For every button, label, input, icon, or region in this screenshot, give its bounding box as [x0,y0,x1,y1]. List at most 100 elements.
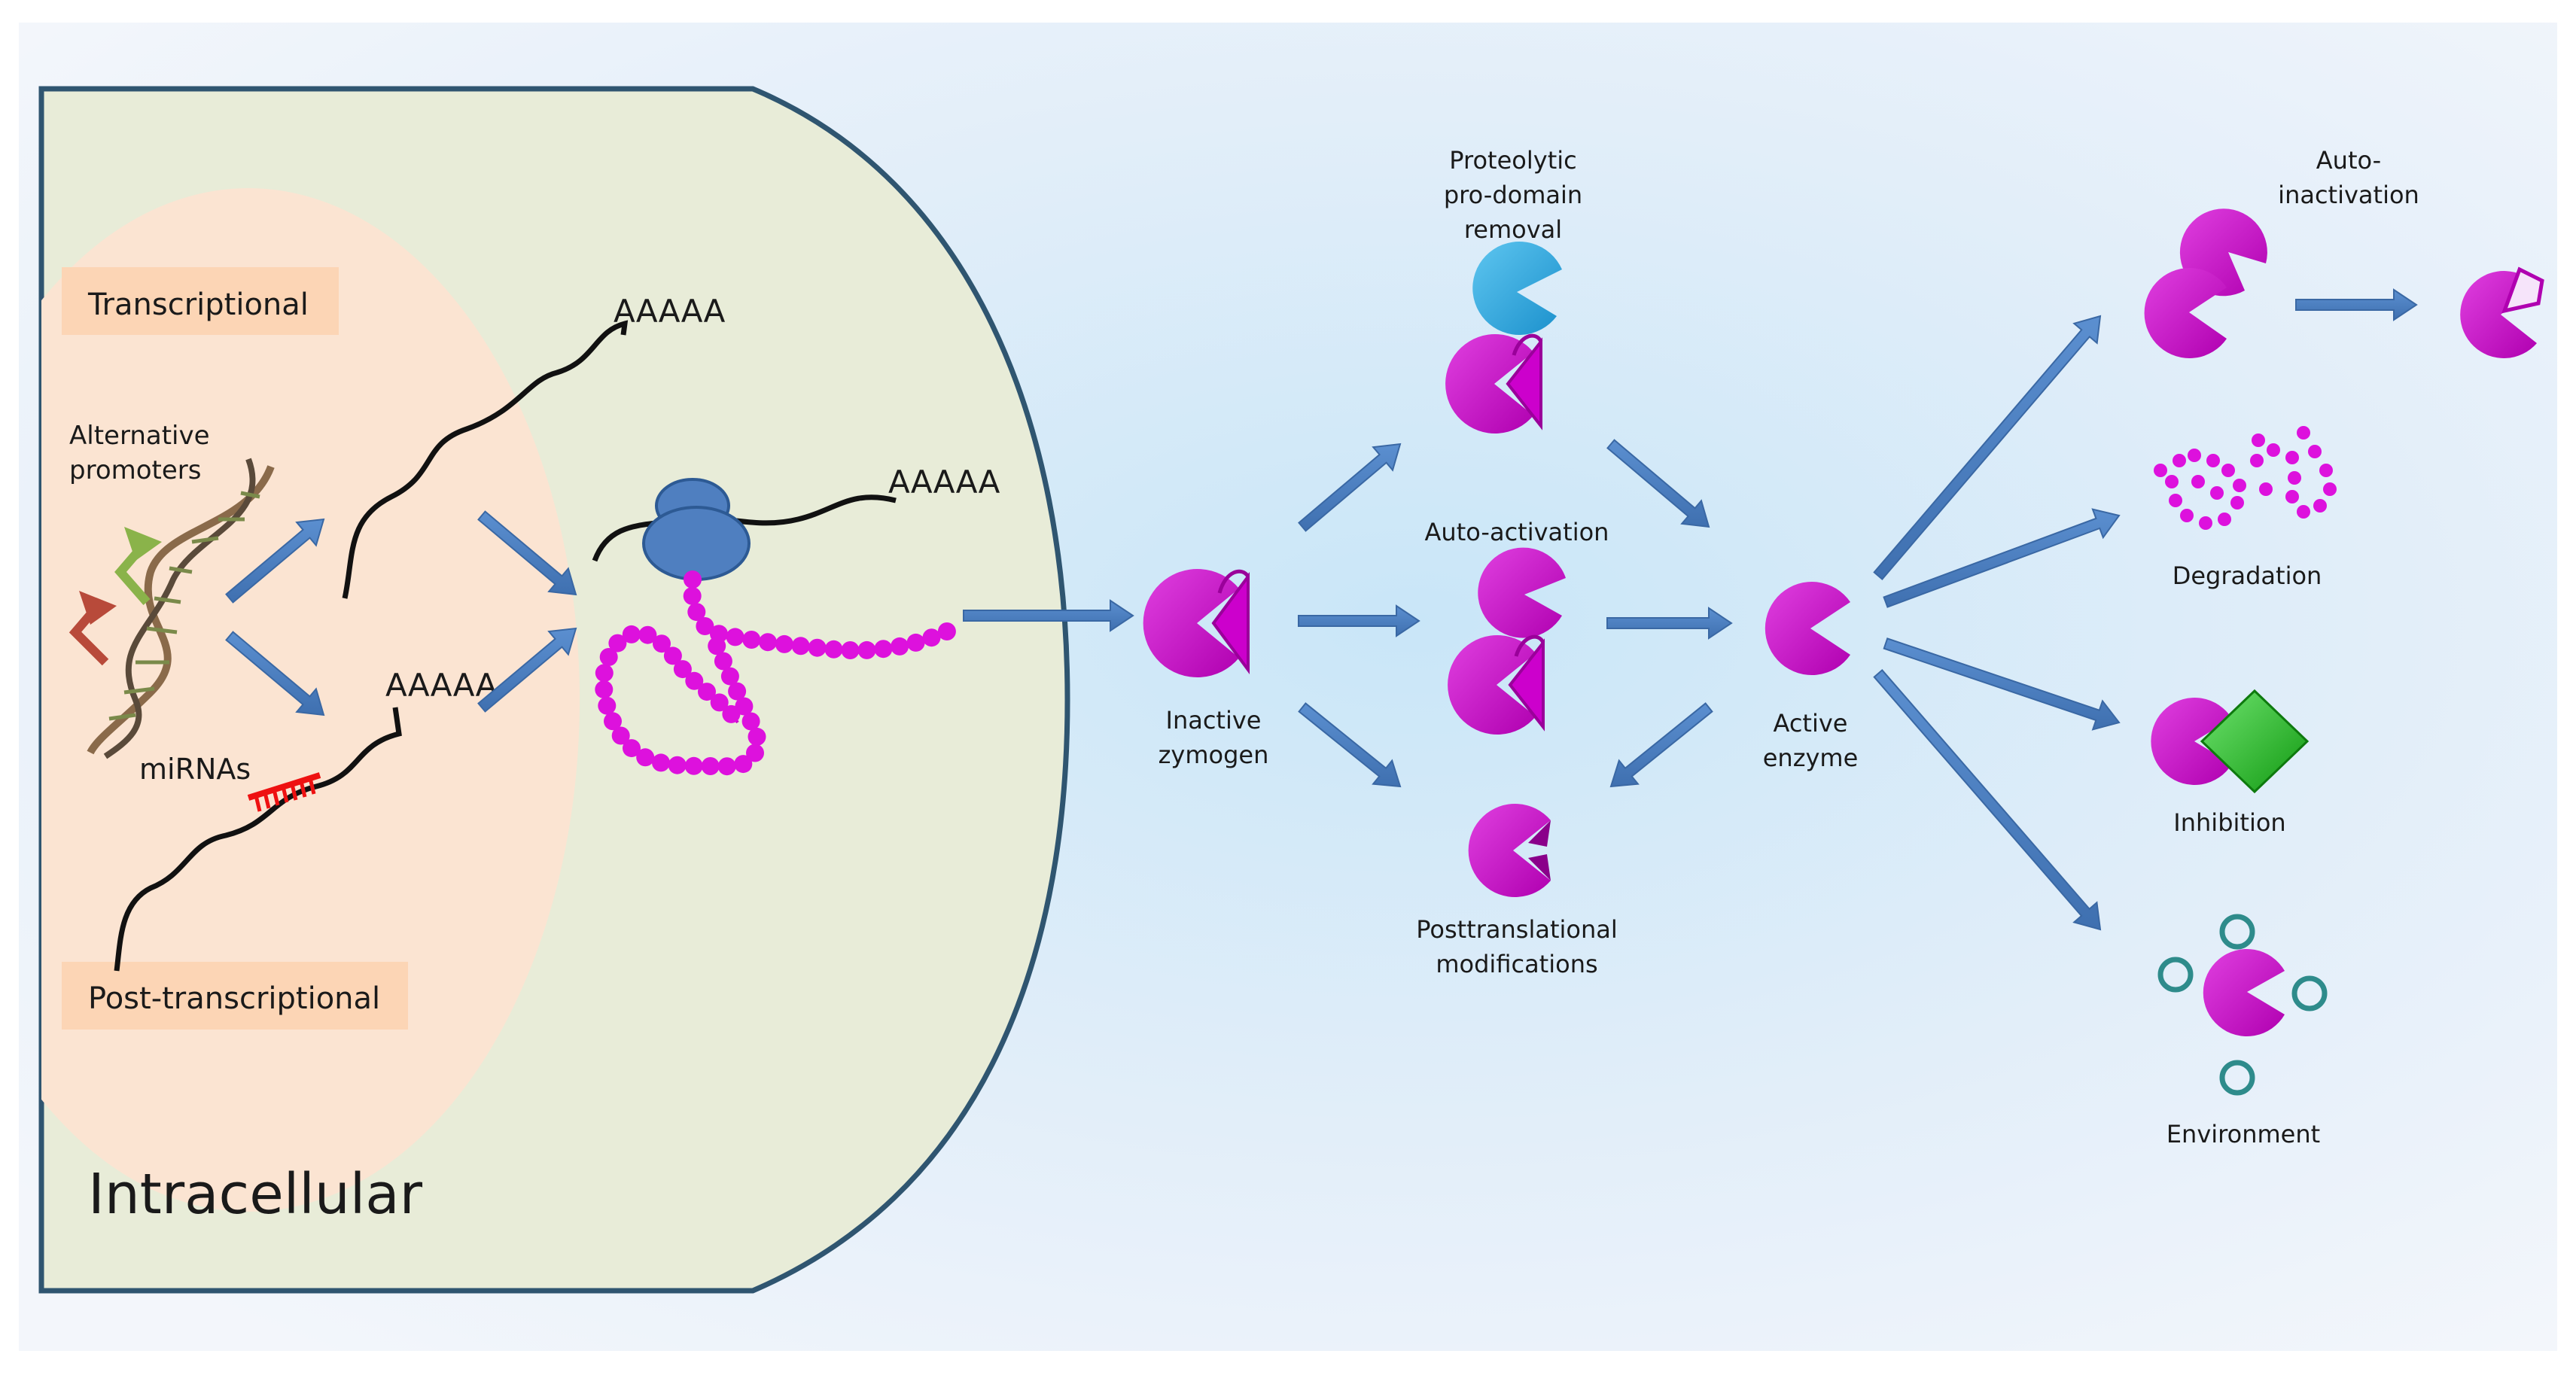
active-to-auto-inactivation-arrow [1873,315,2102,580]
degradation-fragment [2199,516,2212,530]
amino-acid-bead [687,603,706,622]
dna-to-mrna-top-arrow [225,518,325,604]
amino-acid-bead [652,753,670,772]
dna-to-mrna-bottom-arrow [225,631,325,716]
amino-acid-bead [922,628,941,647]
amino-acid-bead [891,637,909,656]
nucleus [41,188,580,1212]
amino-acid-bead [791,637,810,656]
ribosome-to-zymogen-arrow [963,599,1134,632]
degradation-fragment [2252,433,2265,447]
degradation-fragment [2259,482,2273,496]
degradation-fragment [2154,464,2167,477]
degradation-fragment [2206,454,2220,467]
dna-helix [69,458,275,759]
amino-acid-bead [696,617,714,635]
inhibitor-icon [2200,689,2310,794]
degradation-fragment [2230,496,2244,510]
ptm-enzyme-icon [1468,804,1551,897]
degradation-fragment [2191,475,2205,488]
amino-acid-bead [684,570,702,589]
amino-acid-bead [663,646,682,665]
amino-acid-bead [611,726,630,745]
environment-molecule-bottom [2219,1060,2255,1096]
auto-activation-zymogen-icon [1448,634,1545,735]
amino-acid-bead [608,634,627,653]
environment-molecule-top [2219,914,2255,950]
amino-acid-bead [726,628,744,646]
degradation-fragment [2319,464,2333,477]
zymogen-to-ptm-arrow [1298,702,1402,788]
amino-acid-bead [857,640,876,659]
environment-label: Environment [2166,1120,2320,1148]
amino-acid-bead [604,712,622,731]
amino-acid-bead [710,693,729,712]
environment-molecule-right [2291,975,2328,1011]
degradation-fragment [2323,482,2337,496]
proteolytic-zymogen-icon [1445,333,1543,433]
amino-acid-bead [685,671,704,690]
transcriptional-box [62,267,339,335]
amino-acid-bead [598,696,617,715]
environment-molecule-left [2157,957,2194,993]
amino-acid-bead [722,704,741,723]
inhibition-label: Inhibition [2173,808,2285,837]
degradation-fragment [2188,449,2201,462]
proteolytic-label-3: removal [1464,215,1562,244]
polya-ribosome: AAAAA [888,464,1000,500]
degradation-label: Degradation [2173,561,2322,590]
amino-acid-bead [698,683,716,701]
auto-activation-label: Auto-activation [1425,518,1609,546]
auto-activation-active-icon [1478,547,1566,638]
amino-acid-bead [775,634,793,653]
degradation-fragment [2285,451,2299,464]
amino-acid-bead [653,634,671,653]
degradation-fragment [2288,471,2301,485]
amino-acid-bead [595,664,614,683]
amino-acid-bead [638,625,657,644]
active-to-ptm-arrow [1609,702,1713,788]
active-enzyme-label-1: Active [1774,709,1848,738]
mirna-icon [247,772,321,812]
polypeptide-chain [595,570,956,776]
auto-inactivation-lower-icon [2144,268,2227,358]
amino-acid-bead [728,682,747,701]
mrna-top-to-ribosome-arrow [477,510,577,596]
amino-acid-bead [708,637,726,656]
degradation-fragments-icon [2154,426,2337,530]
amino-acid-bead [874,640,893,659]
degradation-fragment [2169,494,2182,507]
amino-acid-bead [824,640,843,659]
active-enzyme-label-2: enzyme [1763,744,1859,772]
active-to-inhibition-arrow [1883,637,2121,731]
degradation-fragment [2267,443,2280,457]
inactive-zymogen-label-1: Inactive [1166,706,1262,735]
amino-acid-bead [841,641,860,659]
inactive-zymogen-label-2: zymogen [1159,741,1269,769]
prodomain-icon [1472,241,1562,335]
post-transcriptional-box [62,962,408,1030]
degradation-fragment [2218,513,2231,526]
degradation-fragment [2297,426,2310,440]
degradation-fragment [2180,509,2194,522]
transcriptional-label: Transcriptional [87,287,309,322]
auto-inactivation-arrow-arrow [2295,288,2418,321]
environment-enzyme-icon [2203,949,2285,1036]
amino-acid-bead [937,622,956,640]
amino-acid-bead [808,638,827,657]
ribosome-large-subunit [642,506,751,581]
amino-acid-bead [717,757,736,776]
mrna-bottom [114,707,402,972]
polya-bottom: AAAAA [385,667,498,704]
degradation-fragment [2165,475,2179,488]
amino-acid-bead [742,631,761,649]
active-enzyme-icon [1765,582,1850,675]
post-transcriptional-label: Post-transcriptional [88,981,380,1016]
amino-acid-bead [701,757,720,775]
amino-acid-bead [714,652,732,671]
degradation-fragment [2233,479,2246,492]
amino-acid-bead [668,756,687,774]
alternative-promoters-label-1: Alternative [69,421,210,451]
amino-acid-bead [623,739,641,758]
